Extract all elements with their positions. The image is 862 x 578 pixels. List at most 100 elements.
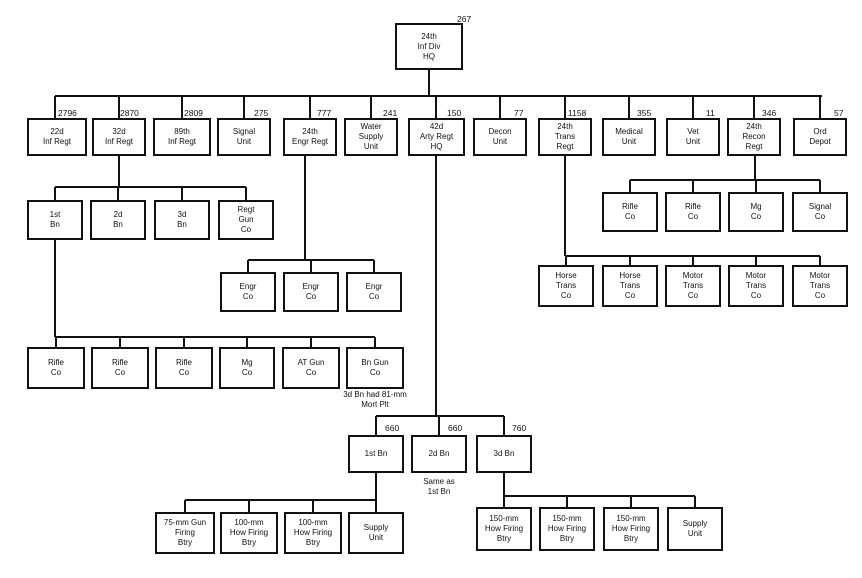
- box-line: Btry: [177, 538, 193, 547]
- box-line: Trans: [619, 281, 641, 290]
- box-line: Btry: [241, 538, 257, 547]
- unit-decon-unit: Decon Unit: [473, 118, 527, 156]
- box-line: Medical: [615, 127, 643, 136]
- box-line: Signal: [232, 127, 256, 136]
- inf-battalion-box: 3d Bn: [154, 200, 210, 240]
- unit-32d-inf-regt: 32d Inf Regt: [92, 118, 146, 156]
- unit-strength: 150: [447, 108, 462, 118]
- note-line: Same as: [423, 477, 455, 486]
- inf-battalion-box: 2d Bn: [90, 200, 146, 240]
- box-line: Rifle: [621, 202, 638, 211]
- box-line: Trans: [809, 281, 831, 290]
- box-line: Rifle: [111, 358, 128, 367]
- box-line: Unit: [685, 137, 701, 146]
- regt-gun-co-box: Regt Gun Co: [218, 200, 274, 240]
- unit-strength: 57: [834, 108, 844, 118]
- box-line: Btry: [559, 534, 575, 543]
- box-line: 32d: [112, 127, 126, 136]
- box-line: Mg: [750, 202, 762, 211]
- box-line: Motor: [809, 271, 831, 280]
- unit-strength: 77: [514, 108, 524, 118]
- arty-battalion-box: 1st Bn: [348, 435, 404, 473]
- bn-company-box: Rifle Co: [27, 347, 85, 389]
- box-line: Co: [369, 368, 381, 377]
- bn-company-box: Rifle Co: [91, 347, 149, 389]
- arty-battalion-strength: 660: [448, 423, 463, 433]
- unit-22d-inf-regt: 22d Inf Regt: [27, 118, 87, 156]
- box-line: Co: [241, 368, 253, 377]
- battery-box: 150-mm How Firing Btry: [476, 507, 532, 551]
- trans-company-box: Motor Trans Co: [728, 265, 784, 307]
- box-line: 3d Bn: [493, 449, 515, 458]
- battery-box: 150-mm How Firing Btry: [603, 507, 659, 551]
- battery-box: 75-mm Gun Firing Btry: [155, 512, 215, 554]
- arty-2d-bn-note: Same as 1st Bn: [409, 477, 469, 497]
- box-line: Engr: [239, 282, 257, 291]
- box-line: 24th: [421, 31, 437, 41]
- box-line: Inf Regt: [104, 137, 133, 146]
- box-line: Mg: [241, 358, 253, 367]
- box-line: 150-mm: [489, 514, 519, 523]
- box-line: HQ: [430, 142, 443, 151]
- box-line: Inf Regt: [167, 137, 196, 146]
- box-line: Decon: [488, 127, 512, 136]
- trans-company-box: Motor Trans Co: [665, 265, 721, 307]
- box-line: 1st Bn: [364, 449, 388, 458]
- box-line: Co: [750, 212, 762, 221]
- engr-company-box: Engr Co: [220, 272, 276, 312]
- unit-strength: 275: [254, 108, 269, 118]
- box-line: Rifle: [175, 358, 192, 367]
- box-line: How Firing: [293, 528, 333, 537]
- box-line: Signal: [808, 202, 832, 211]
- unit-strength: 2796: [58, 108, 77, 118]
- box-line: Horse: [619, 271, 641, 280]
- unit-89th-inf-regt: 89th Inf Regt: [153, 118, 211, 156]
- box-line: Co: [50, 368, 62, 377]
- unit-24th-trans-regt: 24th Trans Regt: [538, 118, 592, 156]
- recon-company-box: Mg Co: [728, 192, 784, 232]
- box-line: Co: [624, 212, 636, 221]
- box-line: Regt: [745, 142, 763, 151]
- box-line: Gun: [238, 215, 254, 224]
- box-line: Co: [624, 291, 636, 300]
- box-line: Co: [240, 225, 252, 234]
- box-line: 24th: [746, 122, 762, 131]
- box-line: Trans: [682, 281, 704, 290]
- recon-company-box: Rifle Co: [602, 192, 658, 232]
- trans-company-box: Horse Trans Co: [538, 265, 594, 307]
- note-line: Mort Plt: [361, 400, 389, 409]
- box-line: Supply: [358, 132, 384, 141]
- box-line: 24th: [557, 122, 573, 131]
- box-line: Unit: [236, 137, 252, 146]
- box-line: Co: [368, 292, 380, 301]
- box-line: How Firing: [484, 524, 524, 533]
- box-line: Co: [178, 368, 190, 377]
- unit-water-supply-unit: Water Supply Unit: [344, 118, 398, 156]
- box-line: Inf Regt: [42, 137, 71, 146]
- arty-battalion-box: 3d Bn: [476, 435, 532, 473]
- unit-strength: 2809: [184, 108, 203, 118]
- box-line: Trans: [555, 281, 577, 290]
- unit-24th-engr-regt: 24th Engr Regt: [283, 118, 337, 156]
- unit-strength: 11: [706, 108, 715, 118]
- box-line: 100-mm: [298, 518, 328, 527]
- box-line: Btry: [305, 538, 321, 547]
- box-line: How Firing: [229, 528, 269, 537]
- box-line: Depot: [809, 137, 831, 146]
- box-line: Trans: [745, 281, 767, 290]
- box-line: Recon: [742, 132, 766, 141]
- box-line: Unit: [687, 529, 703, 538]
- box-line: Motor: [745, 271, 767, 280]
- box-line: Co: [114, 368, 126, 377]
- arty-battalion-strength: 660: [385, 423, 400, 433]
- division-hq-strength: 267: [457, 14, 472, 24]
- unit-strength: 1158: [568, 108, 587, 118]
- box-line: Co: [814, 291, 826, 300]
- box-line: Unit: [363, 142, 379, 151]
- box-line: AT Gun: [297, 358, 325, 367]
- bn-company-box: Rifle Co: [155, 347, 213, 389]
- unit-signal-unit: Signal Unit: [217, 118, 271, 156]
- bn-company-box: Bn Gun Co: [346, 347, 404, 389]
- box-line: Arty Regt: [419, 132, 454, 141]
